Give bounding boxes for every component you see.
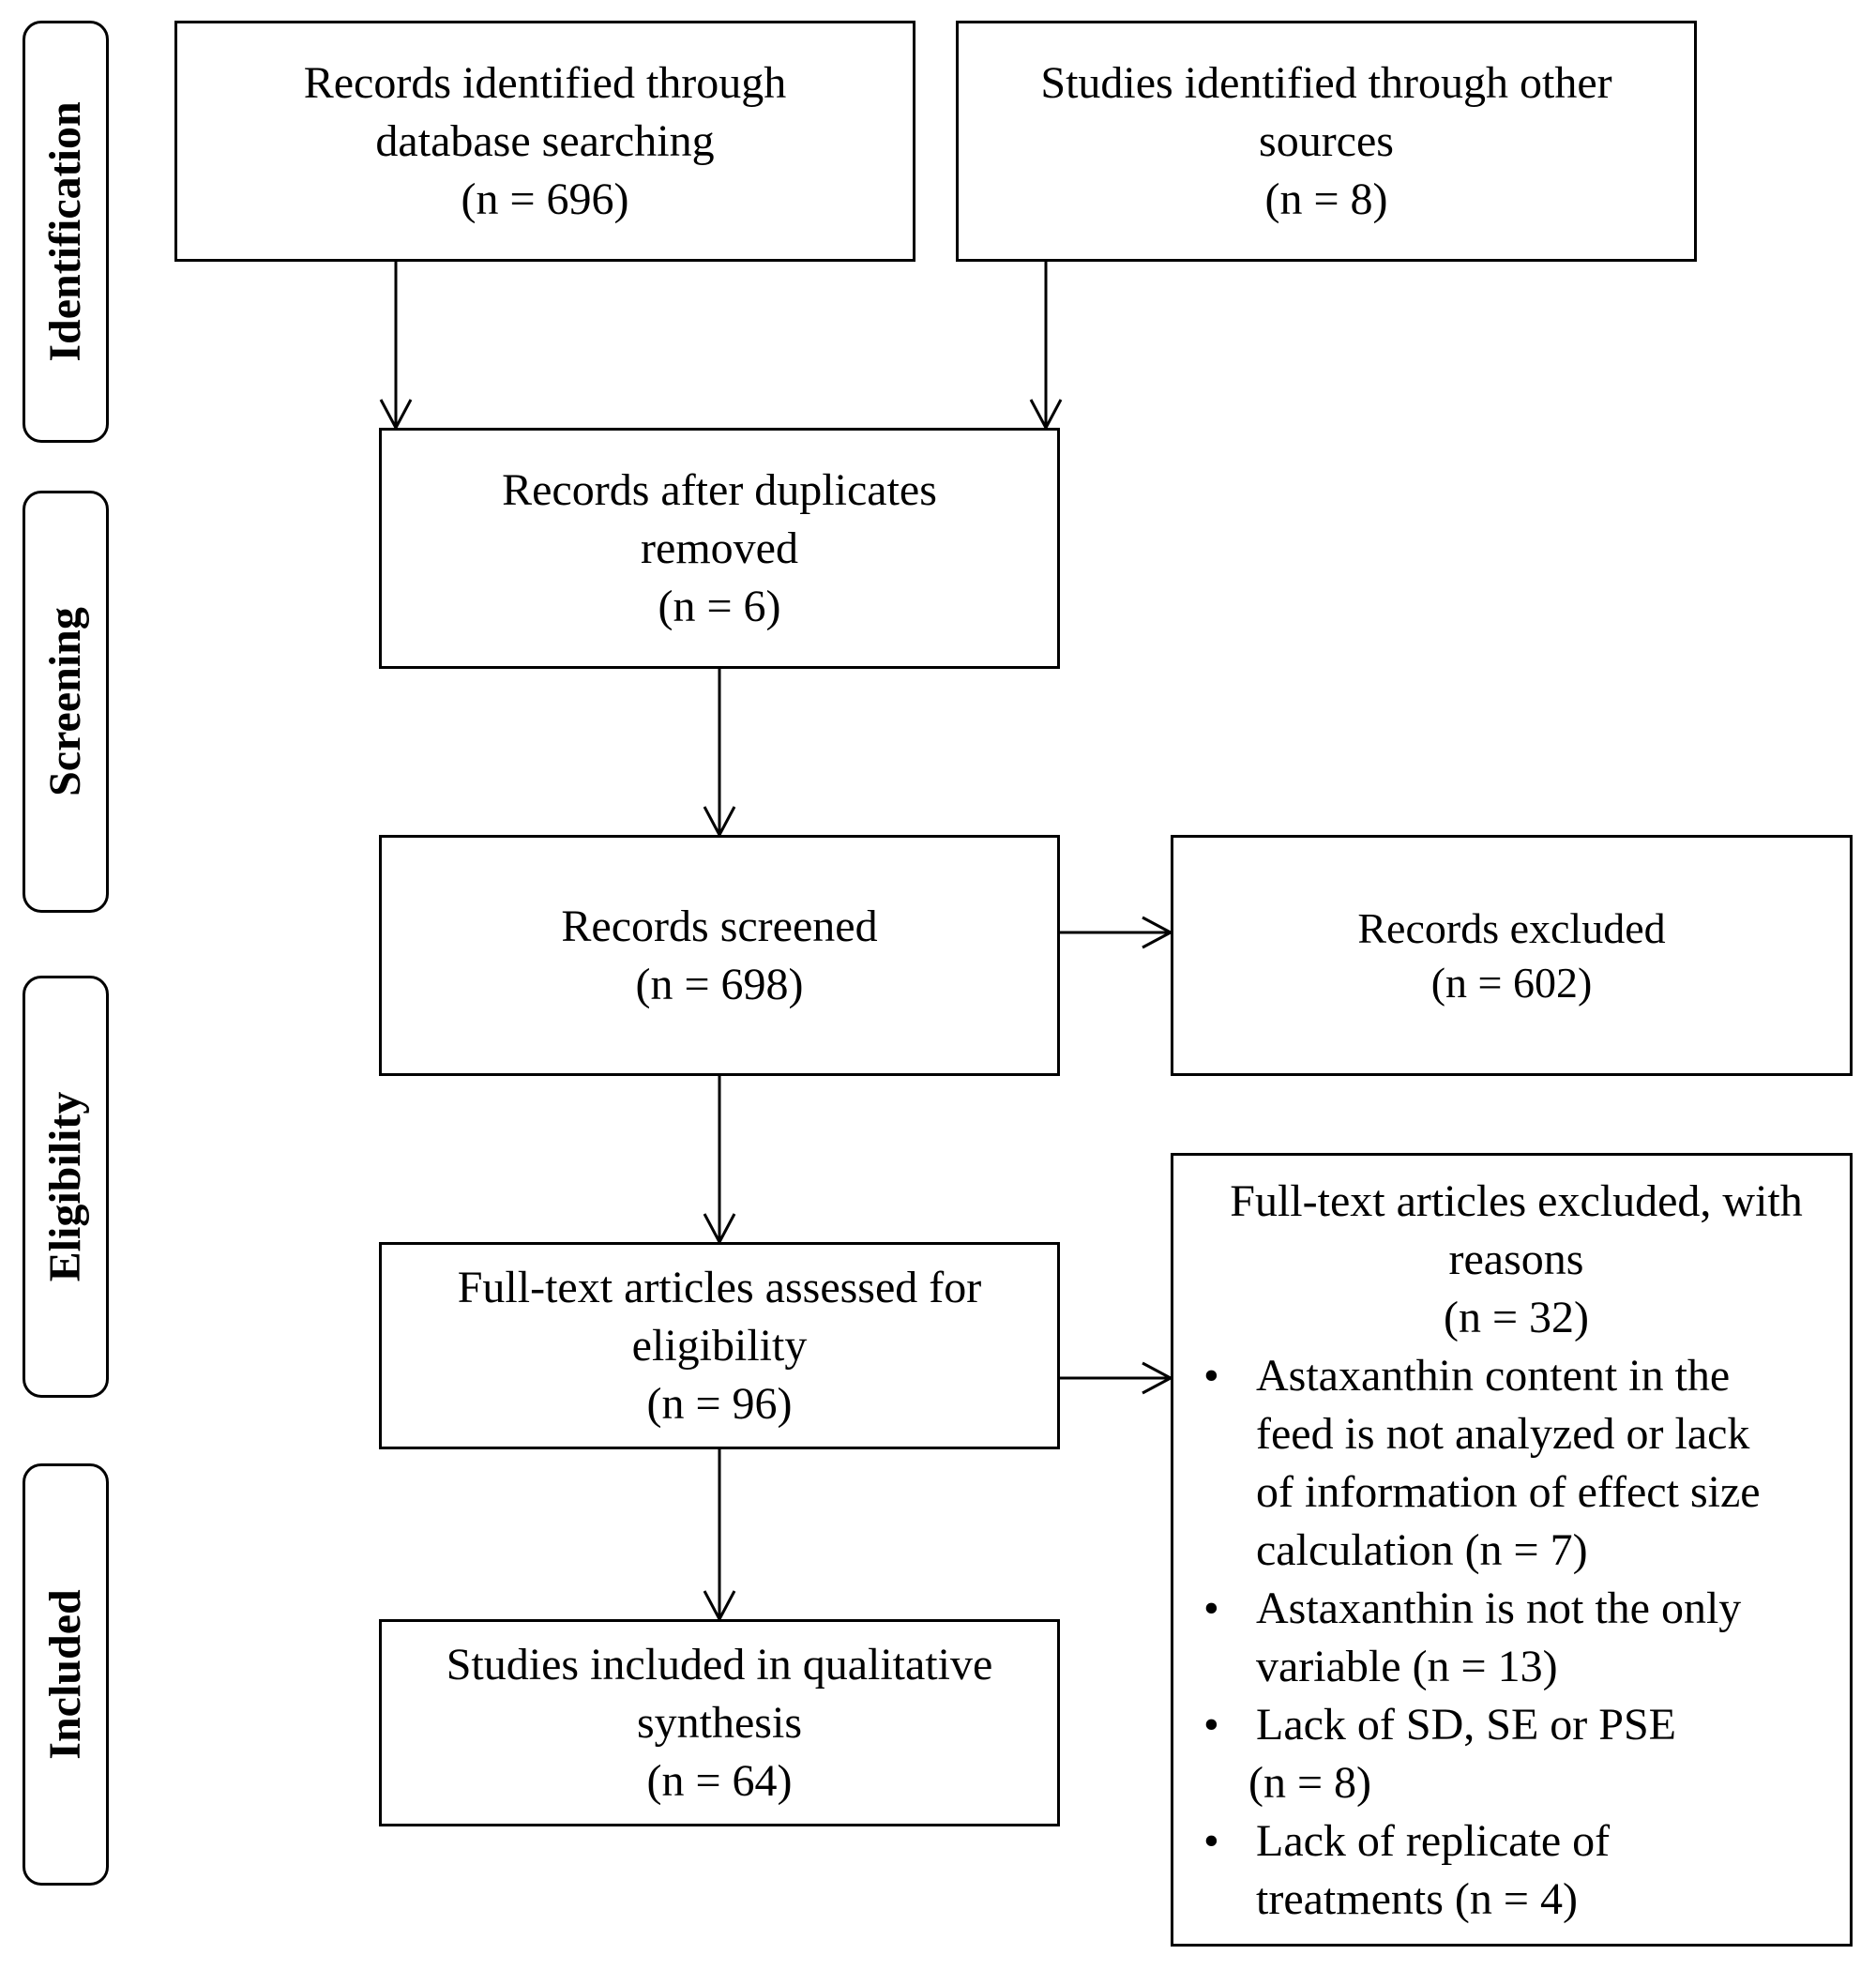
box-records-excluded-count: (n = 602) [1430, 958, 1593, 1007]
box-duplicates-removed: Records after duplicates removed (n = 6) [379, 428, 1060, 669]
box-fulltext-excluded-count: (n = 32) [1443, 1293, 1590, 1342]
exclusion-reason: Astaxanthin content in the feed is not a… [1202, 1347, 1831, 1580]
box-duplicates-removed-line1: Records after duplicates [502, 464, 937, 515]
box-studies-included-count: (n = 64) [646, 1755, 793, 1806]
box-fulltext-excluded: Full-text articles excluded, with reason… [1171, 1153, 1853, 1947]
box-records-screened: Records screened (n = 698) [379, 835, 1060, 1076]
exclusion-reason-line: (n = 8) [1248, 1758, 1372, 1808]
box-other-sources: Studies identified through other sources… [956, 21, 1697, 262]
box-fulltext-assessed-line1: Full-text articles assessed for [457, 1262, 982, 1312]
box-fulltext-assessed: Full-text articles assessed for eligibil… [379, 1242, 1060, 1449]
box-studies-included-line1: Studies included in qualitative [446, 1639, 993, 1690]
box-fulltext-assessed-count: (n = 96) [646, 1378, 793, 1429]
box-fulltext-excluded-line2: reasons [1448, 1235, 1584, 1284]
stage-screening: Screening [23, 491, 109, 913]
exclusion-reason-line: Lack of replicate of [1256, 1816, 1611, 1866]
exclusion-reason-line: Lack of SD, SE or PSE [1256, 1700, 1676, 1750]
exclusion-reason-line: variable (n = 13) [1256, 1642, 1558, 1691]
stage-included: Included [23, 1463, 109, 1886]
exclusion-reason-line: Astaxanthin is not the only [1256, 1584, 1742, 1633]
exclusion-reason-line: feed is not analyzed or lack [1256, 1409, 1750, 1459]
box-other-sources-line2: sources [1259, 115, 1394, 166]
box-records-screened-count: (n = 698) [635, 959, 804, 1009]
exclusion-reason: Astaxanthin is not the only variable (n … [1202, 1580, 1831, 1696]
exclusion-reason-line: Astaxanthin content in the [1256, 1351, 1731, 1401]
exclusion-reason-line: of information of effect size [1256, 1467, 1761, 1517]
stage-identification: Identification [23, 21, 109, 443]
box-fulltext-excluded-line1: Full-text articles excluded, with [1230, 1176, 1803, 1226]
stage-eligibility: Eligibility [23, 976, 109, 1398]
box-other-sources-line1: Studies identified through other [1040, 57, 1612, 108]
exclusion-reason-line: treatments (n = 4) [1256, 1874, 1578, 1924]
box-studies-included-line2: synthesis [636, 1697, 802, 1748]
exclusion-reasons-list: Astaxanthin content in the feed is not a… [1202, 1347, 1831, 1929]
exclusion-reason: Lack of SD, SE or PSE (n = 8) [1202, 1696, 1831, 1812]
box-database-records-line1: Records identified through [303, 57, 787, 108]
exclusion-reason: Lack of replicate of treatments (n = 4) [1202, 1812, 1831, 1929]
box-fulltext-assessed-line2: eligibility [631, 1320, 808, 1371]
box-database-records-line2: database searching [375, 115, 715, 166]
box-other-sources-count: (n = 8) [1264, 174, 1388, 224]
box-duplicates-removed-count: (n = 6) [658, 581, 781, 631]
box-records-screened-line1: Records screened [561, 901, 878, 951]
box-duplicates-removed-line2: removed [641, 523, 798, 573]
exclusion-reason-line: calculation (n = 7) [1256, 1525, 1588, 1575]
box-studies-included: Studies included in qualitative synthesi… [379, 1619, 1060, 1826]
box-database-records: Records identified through database sear… [174, 21, 915, 262]
box-records-excluded: Records excluded (n = 602) [1171, 835, 1853, 1076]
box-database-records-count: (n = 696) [461, 174, 629, 224]
box-records-excluded-line1: Records excluded [1357, 903, 1666, 952]
